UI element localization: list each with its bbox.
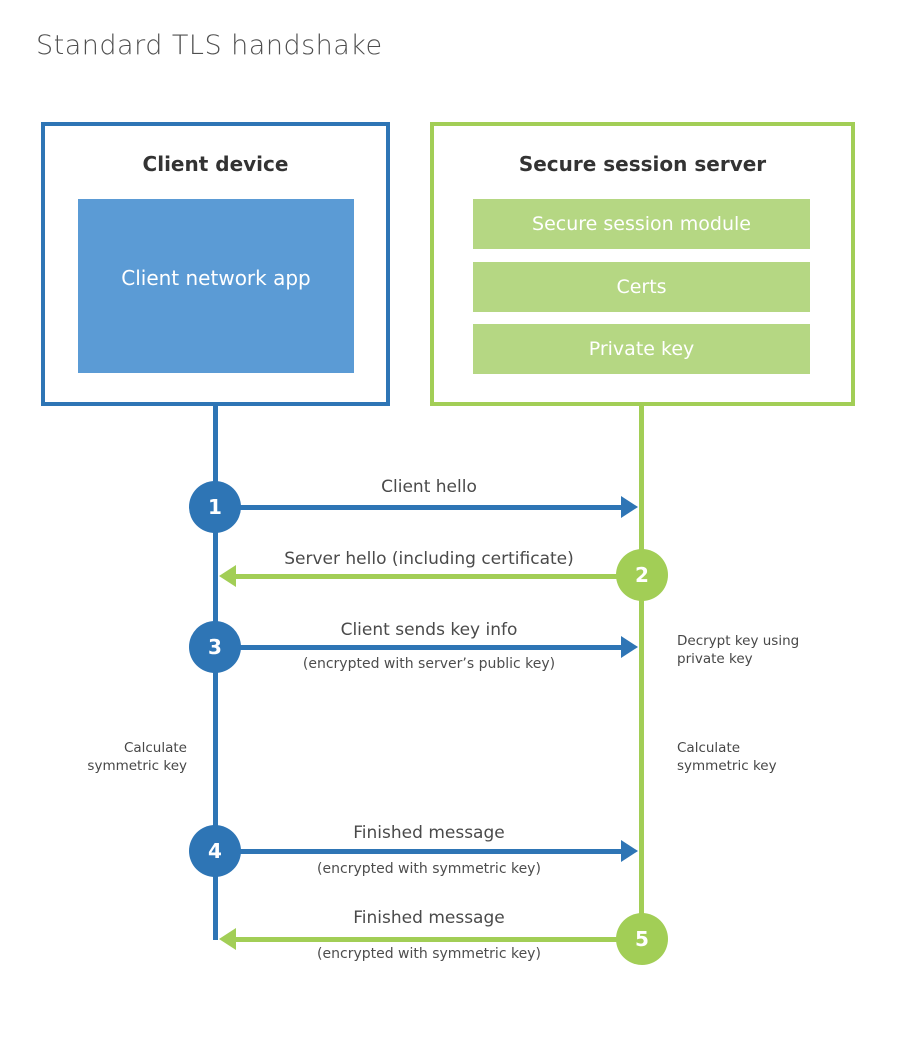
step-circle-4: 4 <box>189 825 241 877</box>
step-circle-3: 3 <box>189 621 241 673</box>
server-module-certs: Certs <box>473 262 810 312</box>
message-label-finished-client: Finished message <box>353 823 505 843</box>
message-sublabel-finished-server: (encrypted with symmetric key) <box>317 946 541 962</box>
secure-session-server-title: Secure session server <box>518 152 767 176</box>
note-calculate-symmetric-key-client: Calculate symmetric key <box>87 740 187 774</box>
note-decrypt-key: Decrypt key using private key <box>677 633 800 667</box>
server-module-private-key: Private key <box>473 324 810 374</box>
message-label-client-hello: Client hello <box>381 477 477 497</box>
message-label-server-hello: Server hello (including certificate) <box>284 549 574 569</box>
message-sublabel-key-info: (encrypted with server’s public key) <box>302 656 556 672</box>
arrow-finished-client <box>240 849 624 854</box>
client-network-app-label: Client network app <box>121 265 311 290</box>
message-label-key-info: Client sends key info <box>340 620 518 640</box>
arrowhead-right-icon <box>621 496 638 518</box>
arrowhead-right-icon <box>621 636 638 658</box>
arrow-server-hello <box>236 574 617 579</box>
step-circle-1: 1 <box>189 481 241 533</box>
arrow-client-hello <box>240 505 624 510</box>
secure-session-server-box: Secure session server Secure session mod… <box>430 122 855 406</box>
server-lifeline <box>639 405 644 940</box>
note-calculate-symmetric-key-server: Calculate symmetric key <box>677 740 777 774</box>
server-module-secure-session: Secure session module <box>473 199 810 249</box>
arrow-key-info <box>240 645 624 650</box>
step-circle-2: 2 <box>616 549 668 601</box>
step-circle-5: 5 <box>616 913 668 965</box>
page-title: Standard TLS handshake <box>36 30 383 61</box>
client-device-box: Client device Client network app <box>41 122 390 406</box>
arrow-finished-server <box>236 937 617 942</box>
message-sublabel-finished-client: (encrypted with symmetric key) <box>317 861 541 877</box>
arrowhead-left-icon <box>219 928 236 950</box>
message-label-finished-server: Finished message <box>353 908 505 928</box>
client-network-app-box: Client network app <box>78 199 354 373</box>
arrowhead-right-icon <box>621 840 638 862</box>
arrowhead-left-icon <box>219 565 236 587</box>
client-device-title: Client device <box>142 152 289 176</box>
